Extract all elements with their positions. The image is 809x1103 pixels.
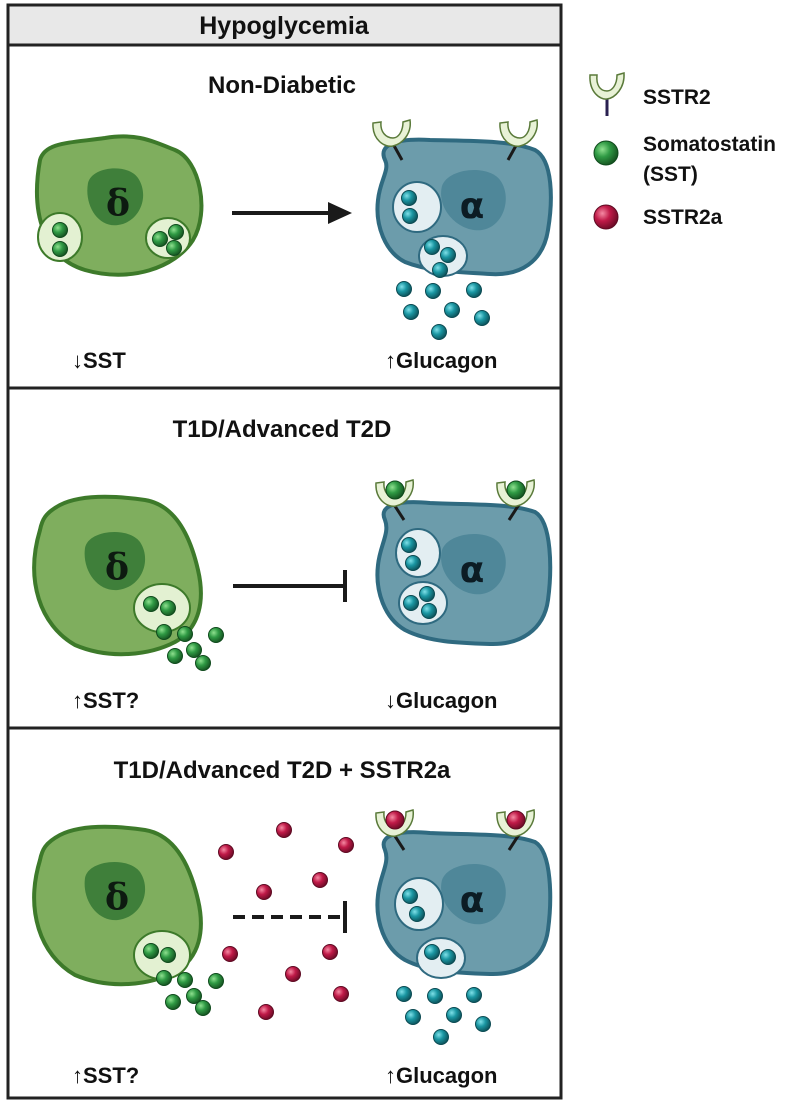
red-sphere-icon [593, 204, 619, 230]
sst-granule [143, 596, 159, 612]
legend-item-somatostatin: Somatostatin (SST) [593, 133, 776, 186]
legend-label: SSTR2 [643, 86, 711, 109]
sstr2-receptor [499, 119, 538, 161]
legend-item-sstr2: SSTR2 [589, 72, 711, 116]
panel-t1d-advanced-t2d-sstr2a: T1D/Advanced T2D + SSTR2a δ [32, 757, 553, 1088]
panel-title: T1D/Advanced T2D [173, 416, 392, 443]
alpha-nucleus [441, 169, 506, 231]
receptor-icon [589, 72, 625, 116]
glucagon-granule [402, 208, 418, 224]
glucagon-granule [402, 888, 418, 904]
sstr2-receptor-bound-sst [496, 479, 535, 521]
alpha-symbol: α [460, 550, 485, 591]
delta-nucleus [84, 531, 146, 591]
panel-title: Non-Diabetic [208, 72, 356, 99]
sst-granule [52, 241, 68, 257]
glucagon-granule [409, 906, 425, 922]
sstr2-receptor [372, 119, 411, 161]
blocked-inhibition-line [233, 901, 347, 933]
alpha-nucleus [441, 863, 506, 925]
delta-cell: δ [35, 134, 204, 277]
panel-title: T1D/Advanced T2D + SSTR2a [114, 757, 451, 784]
glucagon-vesicle [395, 528, 441, 578]
delta-nucleus [84, 861, 146, 921]
legend-label: (SST) [643, 163, 698, 186]
glucagon-change-label: ↓Glucagon [385, 688, 497, 713]
legend: SSTR2 Somatostatin (SST) SSTR2a [589, 72, 776, 230]
alpha-nucleus [441, 533, 506, 595]
alpha-cell: α [375, 479, 553, 647]
sst-granule [168, 224, 184, 240]
glucagon-granule [405, 555, 421, 571]
glucagon-granule [403, 595, 419, 611]
panel-t1d-advanced-t2d: T1D/Advanced T2D δ α [32, 416, 553, 713]
legend-label: SSTR2a [643, 206, 723, 229]
sst-granule [160, 600, 176, 616]
legend-item-sstr2a: SSTR2a [593, 204, 723, 230]
glucagon-granule [419, 586, 435, 602]
sst-granule [166, 240, 182, 256]
glucagon-granule [424, 944, 440, 960]
glucagon-change-label: ↑Glucagon [385, 1063, 497, 1088]
glucagon-granule [421, 603, 437, 619]
glucagon-granule [401, 190, 417, 206]
panel-non-diabetic: Non-Diabetic δ α [35, 72, 553, 373]
delta-symbol: δ [105, 877, 129, 919]
glucagon-vesicle [394, 877, 444, 931]
delta-cell: δ [32, 824, 203, 987]
glucagon-granule [424, 239, 440, 255]
sst-granule [143, 943, 159, 959]
alpha-cell: α [375, 809, 553, 979]
delta-symbol: δ [105, 547, 129, 589]
sst-change-label: ↑SST? [72, 688, 139, 713]
delta-nucleus [87, 168, 144, 226]
sst-granule [152, 231, 168, 247]
alpha-symbol: α [460, 186, 485, 227]
inhibition-line [233, 570, 347, 602]
glucagon-granule [440, 949, 456, 965]
figure-title: Hypoglycemia [199, 12, 370, 40]
glucagon-granule [401, 537, 417, 553]
glucagon-change-label: ↑Glucagon [385, 348, 497, 373]
sstr2-receptor-bound-sst [375, 479, 414, 521]
alpha-cell: α [372, 119, 553, 278]
stimulation-arrow [232, 202, 352, 224]
glucagon-vesicle [392, 181, 442, 233]
legend-label: Somatostatin [643, 133, 776, 156]
sst-change-label: ↓SST [72, 348, 126, 373]
green-sphere-icon [593, 140, 619, 166]
delta-cell: δ [32, 494, 203, 657]
glucagon-granule [432, 262, 448, 278]
sst-granule [160, 947, 176, 963]
glucagon-granule [440, 247, 456, 263]
sstr2-receptor-bound-sstr2a [496, 809, 535, 851]
sstr2-receptor-bound-sstr2a [375, 809, 414, 851]
delta-symbol: δ [106, 183, 130, 225]
alpha-symbol: α [460, 880, 485, 921]
sst-change-label: ↑SST? [72, 1063, 139, 1088]
sst-granule [52, 222, 68, 238]
